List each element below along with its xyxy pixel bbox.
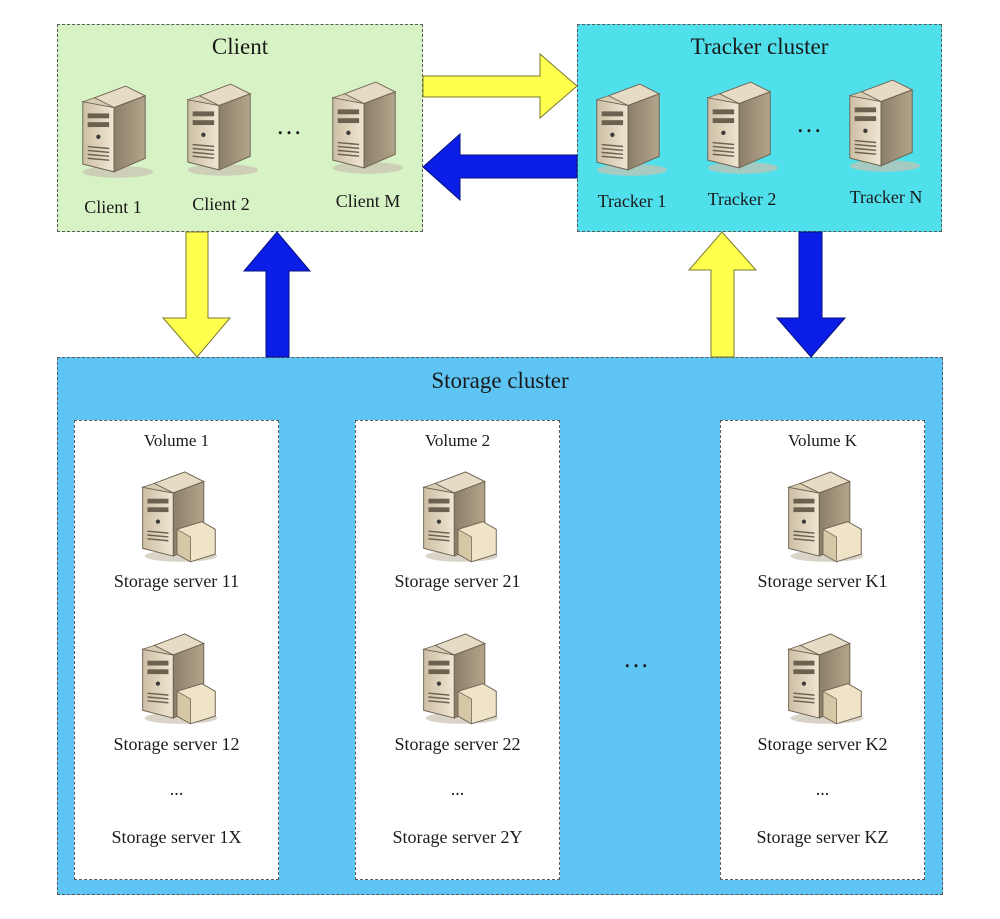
client-label-2: Client 2 [192, 194, 250, 214]
volume-2: Volume 2 Storage server 21 Storage serve… [355, 420, 560, 880]
volume-title: Volume K [787, 431, 858, 450]
volume-title: Volume 2 [424, 431, 491, 450]
arrow-client-to-storage [161, 231, 232, 358]
volume-ellipsis: ... [169, 779, 184, 799]
client-title: Client [211, 34, 269, 59]
storage-title: Storage cluster [431, 368, 569, 393]
storage-server-label: Storage server KZ [756, 827, 889, 847]
client-label-m: Client M [335, 191, 401, 211]
volume-title: Volume 1 [143, 431, 210, 450]
tracker-cluster: Tracker cluster … Tracker 1 Tracker 2 Tr… [577, 24, 942, 232]
storage-server-label: Storage server 11 [113, 571, 240, 591]
tracker-label-2: Tracker 2 [707, 189, 777, 209]
tracker-title: Tracker cluster [690, 34, 829, 59]
storage-server-label: Storage server 21 [394, 571, 521, 591]
storage-server-label: Storage server 12 [113, 734, 240, 754]
volume-k: Volume K Storage server K1 Storage serve… [720, 420, 925, 880]
arrow-storage-to-tracker [687, 231, 758, 358]
volume-ellipsis: ... [450, 779, 465, 799]
client-group: Client … Client 1 Client 2 Client M [57, 24, 423, 232]
storage-server-label: Storage server 1X [111, 827, 242, 847]
storage-server-label: Storage server K1 [757, 571, 888, 591]
arrow-client-to-tracker [422, 52, 578, 120]
storage-cluster: Storage cluster Volume 1 Storage server … [57, 357, 943, 895]
storage-server-label: Storage server 2Y [392, 827, 523, 847]
arrow-storage-to-client [242, 231, 312, 358]
tracker-ellipsis: … [796, 109, 824, 138]
tracker-label-1: Tracker 1 [597, 191, 667, 211]
volume-1: Volume 1 Storage server 11 Storage serve… [74, 420, 279, 880]
arrow-tracker-to-storage [775, 231, 847, 358]
storage-server-label: Storage server K2 [757, 734, 888, 754]
client-ellipsis: … [276, 111, 304, 140]
storage-server-label: Storage server 22 [394, 734, 521, 754]
volume-ellipsis: ... [815, 779, 830, 799]
arrow-tracker-to-client [422, 132, 578, 202]
client-label-1: Client 1 [84, 197, 142, 217]
tracker-label-n: Tracker N [849, 187, 923, 207]
storage-ellipsis: … [623, 644, 651, 673]
